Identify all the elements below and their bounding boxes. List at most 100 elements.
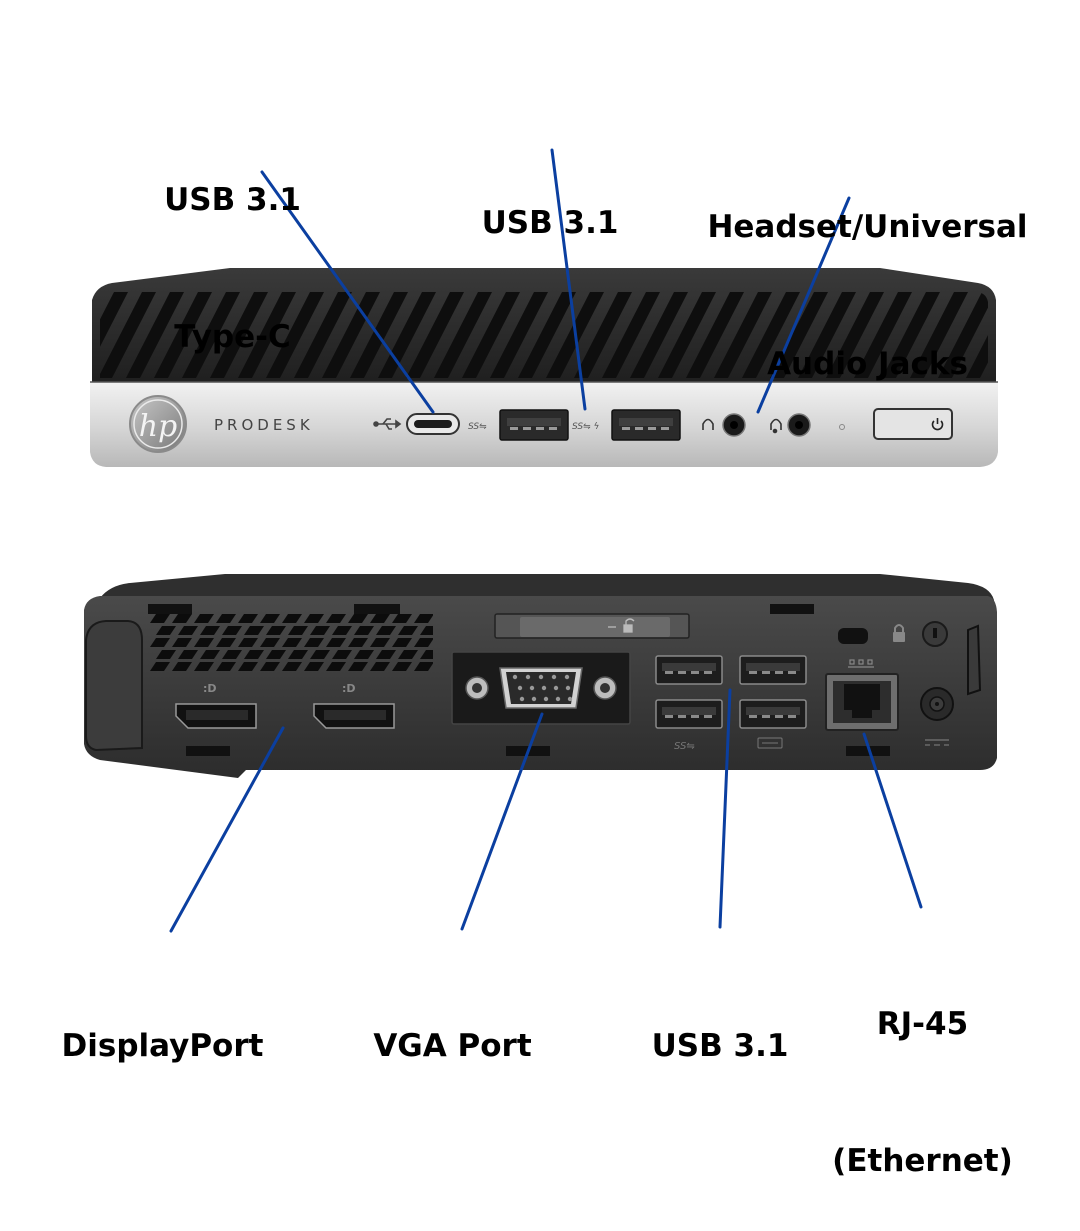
vent-hole [266,650,286,659]
vent-hole [194,614,214,623]
vga-pin [553,685,559,691]
vent-hole [370,638,390,647]
callout-displayport [169,726,285,933]
vent-slot [910,292,968,378]
vent-hole [194,662,214,671]
label-vga: VGA Port [373,1028,532,1064]
vent-hole [310,626,330,635]
vent-slot [630,292,688,378]
vent-hole [354,626,374,635]
vent-hole [216,638,236,647]
vent-hole [194,638,214,647]
rj45-port[interactable] [825,673,899,731]
side-latch[interactable] [85,620,143,752]
vent-hole [178,650,198,659]
vent-slot [574,292,632,378]
security-slot-icon[interactable] [922,621,948,647]
rear-usb-port-2[interactable] [739,655,807,685]
vent-hole [238,614,258,623]
rear-view: :D :D SS⇋ [84,574,997,778]
vent-slot [462,292,520,378]
vent-hole [288,626,308,635]
vent-hole [156,626,176,635]
usb-pin [523,427,531,430]
vent-hole [376,626,396,635]
vent-slot [882,292,940,378]
usb-pin [661,427,669,430]
vent-hole [304,614,324,623]
callout-audio [756,196,851,414]
vent-hole [370,614,390,623]
vga-port[interactable] [451,651,631,725]
vga-pin [517,685,523,691]
vent-hole [178,626,198,635]
vent-hole [392,662,412,671]
vent-hole [326,614,346,623]
vent-slot [322,292,380,378]
usb-c-port[interactable] [406,413,460,435]
vent-slot [100,292,156,378]
vent-hole [172,614,192,623]
network-icon [848,659,874,668]
headset-icon [770,418,782,434]
side-clip[interactable] [967,624,982,696]
vga-pin [525,674,531,680]
label-displayport: DisplayPort [61,1028,264,1064]
rear-usb-port-1[interactable] [655,655,723,685]
svg-text::D: :D [203,682,217,695]
label-rj45: RJ-45 (Ethernet) [832,1006,1013,1179]
displayport-icon: :D :D [203,682,356,695]
callout-lines [169,148,923,933]
vent-hole [392,614,412,623]
model-name: PRODESK [214,416,314,434]
rear-usb-port-3[interactable] [655,699,723,729]
cable-lock-slot[interactable] [838,628,868,644]
usb-pin [635,427,643,430]
usb-icon [373,418,402,430]
vent-hole [370,662,390,671]
vent-hole [326,662,346,671]
usb-a-port-2[interactable] [611,409,681,441]
release-slider[interactable] [494,613,690,639]
vent-slot [966,292,988,378]
headphone-icon [702,418,714,430]
vent-slot [100,292,128,378]
vent-slot [126,292,184,378]
vga-pin [567,696,573,702]
vent-hole [282,638,302,647]
rear-usb-port-4[interactable] [739,699,807,729]
label-audio-jacks: Headset/Universal Audio Jacks [707,209,1028,382]
power-button[interactable] [873,408,953,440]
vent-hole [150,662,170,671]
rear-usb-ports [655,655,807,729]
vent-hole [414,638,433,647]
vent-hole [222,626,242,635]
vent-hole [244,626,264,635]
vent-slot [518,292,576,378]
vent-slot [826,292,884,378]
svg-text::D: :D [342,682,356,695]
usb-pin [549,427,557,430]
vent-slot [406,292,464,378]
vent-hole [348,614,368,623]
vent-hole [282,662,302,671]
power-led-icon [839,424,845,430]
vent-hole [200,650,220,659]
vga-pin [543,696,549,702]
callout-usb-a-front [550,148,587,411]
vent-slot [238,292,296,378]
vga-pin [512,674,518,680]
vent-slot [602,292,660,378]
rear-vent [150,614,433,671]
label-usb-rear: USB 3.1 [651,1028,789,1064]
displayport-2[interactable] [313,703,395,729]
displayport-1[interactable] [175,703,257,729]
vent-slot [770,292,828,378]
vent-hole [304,662,324,671]
dc-power-icon[interactable] [920,687,954,746]
vent-slot [210,292,268,378]
vent-hole [156,650,176,659]
vent-hole [238,638,258,647]
power-icon [931,418,944,431]
usb-a-port-1[interactable] [499,409,569,441]
